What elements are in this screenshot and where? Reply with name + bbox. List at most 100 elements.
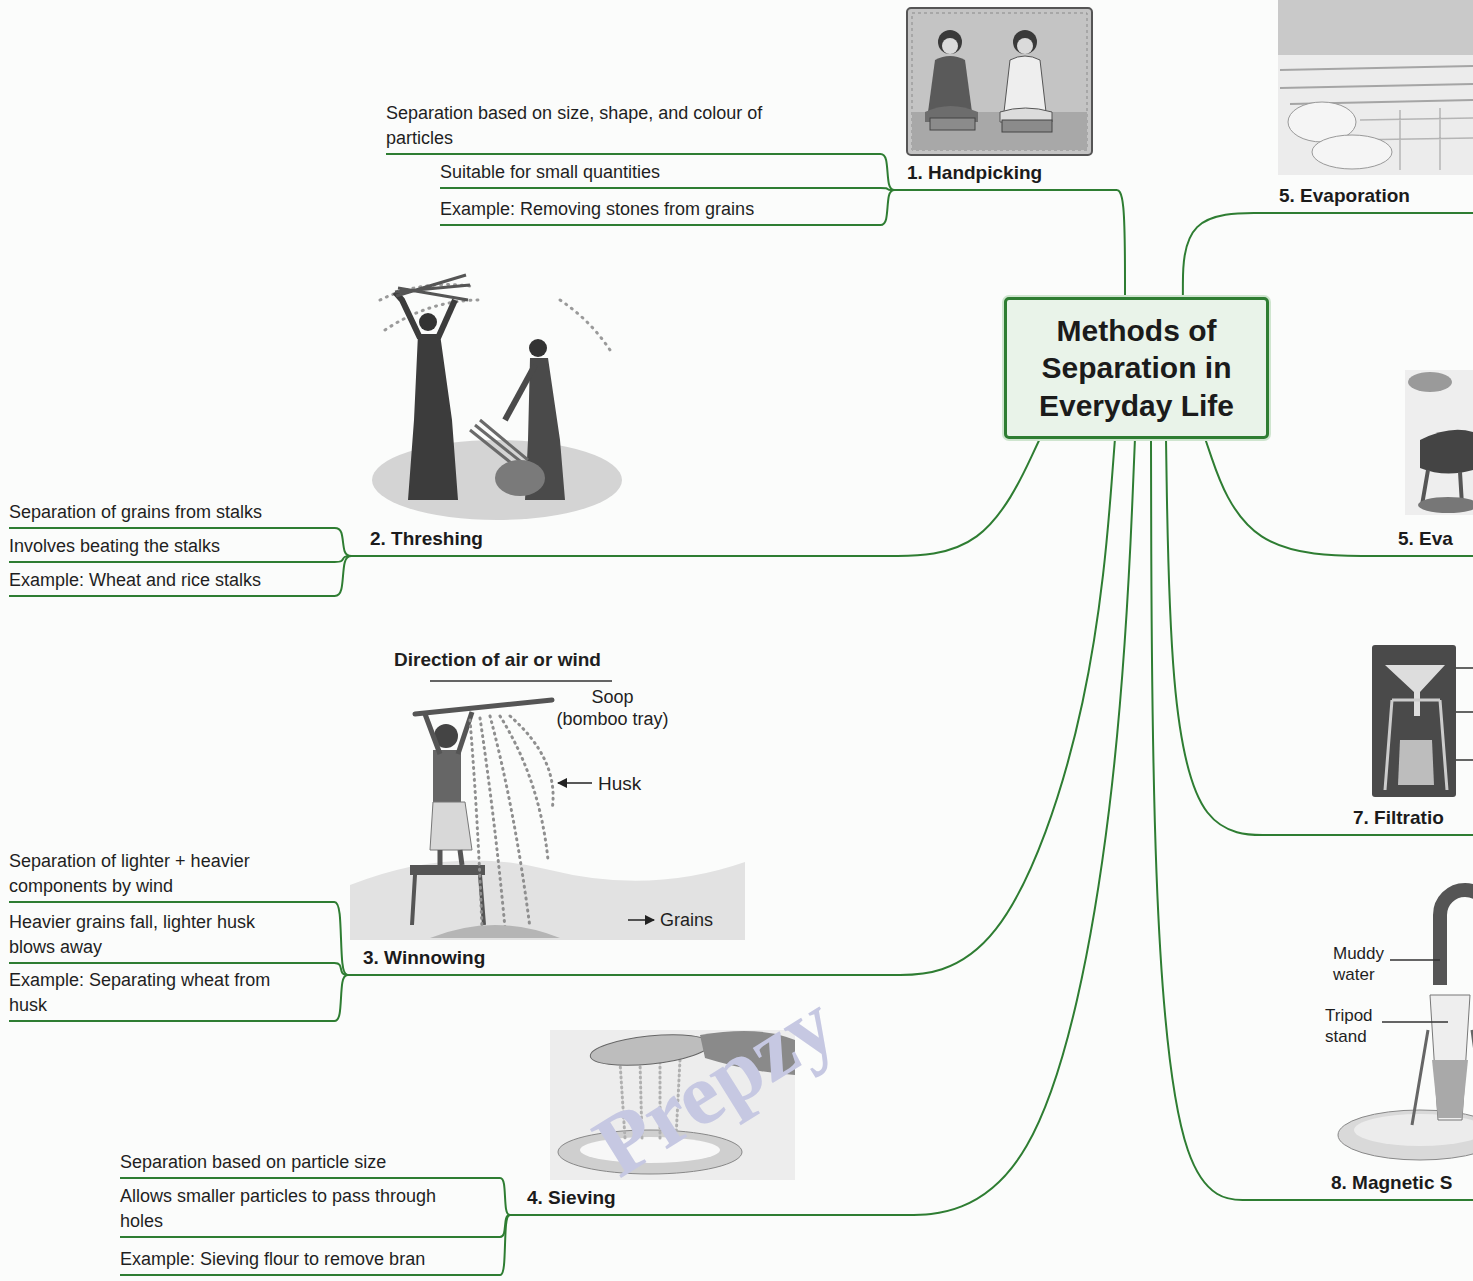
branch-point: Example: Wheat and rice stalks [9,568,334,597]
magnetic-separation-picture-part [1430,995,1470,1120]
branch-connector [879,154,896,190]
handpicking-picture-part [1004,56,1046,112]
annotation-label: Direction of air or wind [394,648,601,671]
branch-title-text: 1. Handpicking [907,161,1115,186]
branch-connector [880,438,1115,975]
winnowing-picture-part [412,875,484,925]
branch-title-text: 3. Winnowing [363,946,880,971]
branch-title: 4. Sieving [510,1186,880,1216]
magnetic-separation-picture-part [1390,959,1440,961]
branch-connector [333,528,353,556]
handpicking-picture [907,8,1092,155]
filtration-picture-part [1385,665,1445,716]
branch-title-text: 2. Threshing [370,527,880,552]
threshing-picture-part [438,300,455,338]
branch-point: Allows smaller particles to pass through… [120,1184,500,1238]
branch-connector [880,438,1040,556]
winnowing-picture-part [410,865,485,875]
branch-title: 8. Magnetic S [1255,1171,1473,1201]
winnowing-picture-part [433,750,461,802]
branch-point-text: Example: Sieving flour to remove bran [120,1247,470,1271]
handpicking-picture-part [930,118,975,130]
branch-point: Example: Sieving flour to remove bran [120,1247,500,1276]
threshing-picture-part [529,339,547,357]
threshing-picture-part [380,285,610,350]
winnowing-picture [350,681,745,940]
branch-point-text: Suitable for small quantities [440,160,880,184]
evaporation-picture-part [1278,0,1473,55]
filtration-picture [1372,645,1473,797]
magnetic-separation-picture-part [1440,890,1473,985]
branch-connector [499,1215,511,1275]
winnowing-picture-part [430,680,612,682]
threshing-picture-part [419,313,437,331]
branch-point: Involves beating the stalks [9,534,334,563]
handpicking-picture-part [1002,120,1052,132]
evaporation-pot-picture-part [1418,497,1473,513]
branch-title: 3. Winnowing [348,946,880,976]
filtration-picture-part [1398,740,1434,785]
branch-connector [1183,213,1268,298]
filtration-picture-part [1385,700,1447,790]
evaporation-picture-part [1278,0,1473,175]
branch-point: Separation of lighter + heavier componen… [9,849,334,903]
evaporation-picture-part [1280,66,1473,104]
branch-point-text: Allows smaller particles to pass through… [120,1184,470,1233]
branch-title: 7. Filtratio [1275,806,1473,836]
branch-point-text: Separation based on particle size [120,1150,470,1174]
branch-title-text: 7. Filtratio [1353,806,1473,831]
central-topic-box: Methods of Separation in Everyday Life [1004,297,1269,440]
branch-connector [880,438,1135,1215]
winnowing-picture-part [440,850,462,865]
branch-connector [333,902,349,975]
branch-point: Separation based on particle size [120,1150,500,1179]
handpicking-picture-part [938,30,962,54]
evaporation-pot-picture [1405,370,1473,515]
evaporation-pot-picture-part [1405,370,1473,515]
branch-connector [333,963,349,975]
branch-point-text: Heavier grains fall, lighter husk blows … [9,910,294,959]
branch-connector [333,975,349,1021]
branch-point: Suitable for small quantities [440,160,880,189]
annotation-label: Muddy water [1333,943,1344,985]
branch-title: 5. Evaporation [1268,184,1473,214]
threshing-picture-part [395,292,420,338]
annotation-label: Grains [660,909,713,931]
branch-title: 2. Threshing [352,527,880,557]
threshing-picture-part [395,275,470,300]
handpicking-picture-part [907,8,1092,155]
branch-point: Separation based on size, shape, and col… [386,101,880,155]
branch-connector [1115,190,1125,298]
handpicking-picture-part [942,38,958,54]
winnowing-picture-part [558,782,592,784]
branch-point-text: Separation of grains from stalks [9,500,334,524]
branch-point-text: Separation based on size, shape, and col… [386,101,806,150]
annotation-label: Husk [598,772,641,795]
annotation-label: Soop (bomboo tray) [556,686,669,730]
evaporation-pot-picture-part [1420,430,1473,474]
winnowing-picture-part [350,860,745,940]
winnowing-picture-part [470,716,553,928]
annotation-label: Tripod stand [1325,1005,1336,1047]
magnetic-separation-picture [1338,890,1473,1160]
branch-point-text: Example: Removing stones from grains [440,197,880,221]
branch-title-text: 4. Sieving [527,1186,880,1211]
branch-point-text: Involves beating the stalks [9,534,334,558]
branch-point-text: Example: Separating wheat from husk [9,968,294,1017]
magnetic-separation-picture-part [1432,1060,1468,1118]
branch-connector [1205,438,1385,556]
threshing-picture-part [408,334,458,500]
handpicking-picture-part [1017,38,1033,54]
branch-title-text: 5. Eva [1398,527,1473,552]
branch-title-text: 8. Magnetic S [1331,1171,1473,1196]
magnetic-separation-picture-part [1382,1021,1448,1023]
branch-point: Example: Separating wheat from husk [9,968,334,1022]
threshing-picture-part [505,365,535,420]
handpicking-picture-part [928,56,972,112]
winnowing-picture-part [628,919,654,921]
central-topic-text: Methods of Separation in Everyday Life [1021,312,1252,425]
winnowing-picture-part [415,700,552,714]
threshing-picture-part [495,460,545,496]
branch-title: 5. Eva [1385,527,1473,557]
